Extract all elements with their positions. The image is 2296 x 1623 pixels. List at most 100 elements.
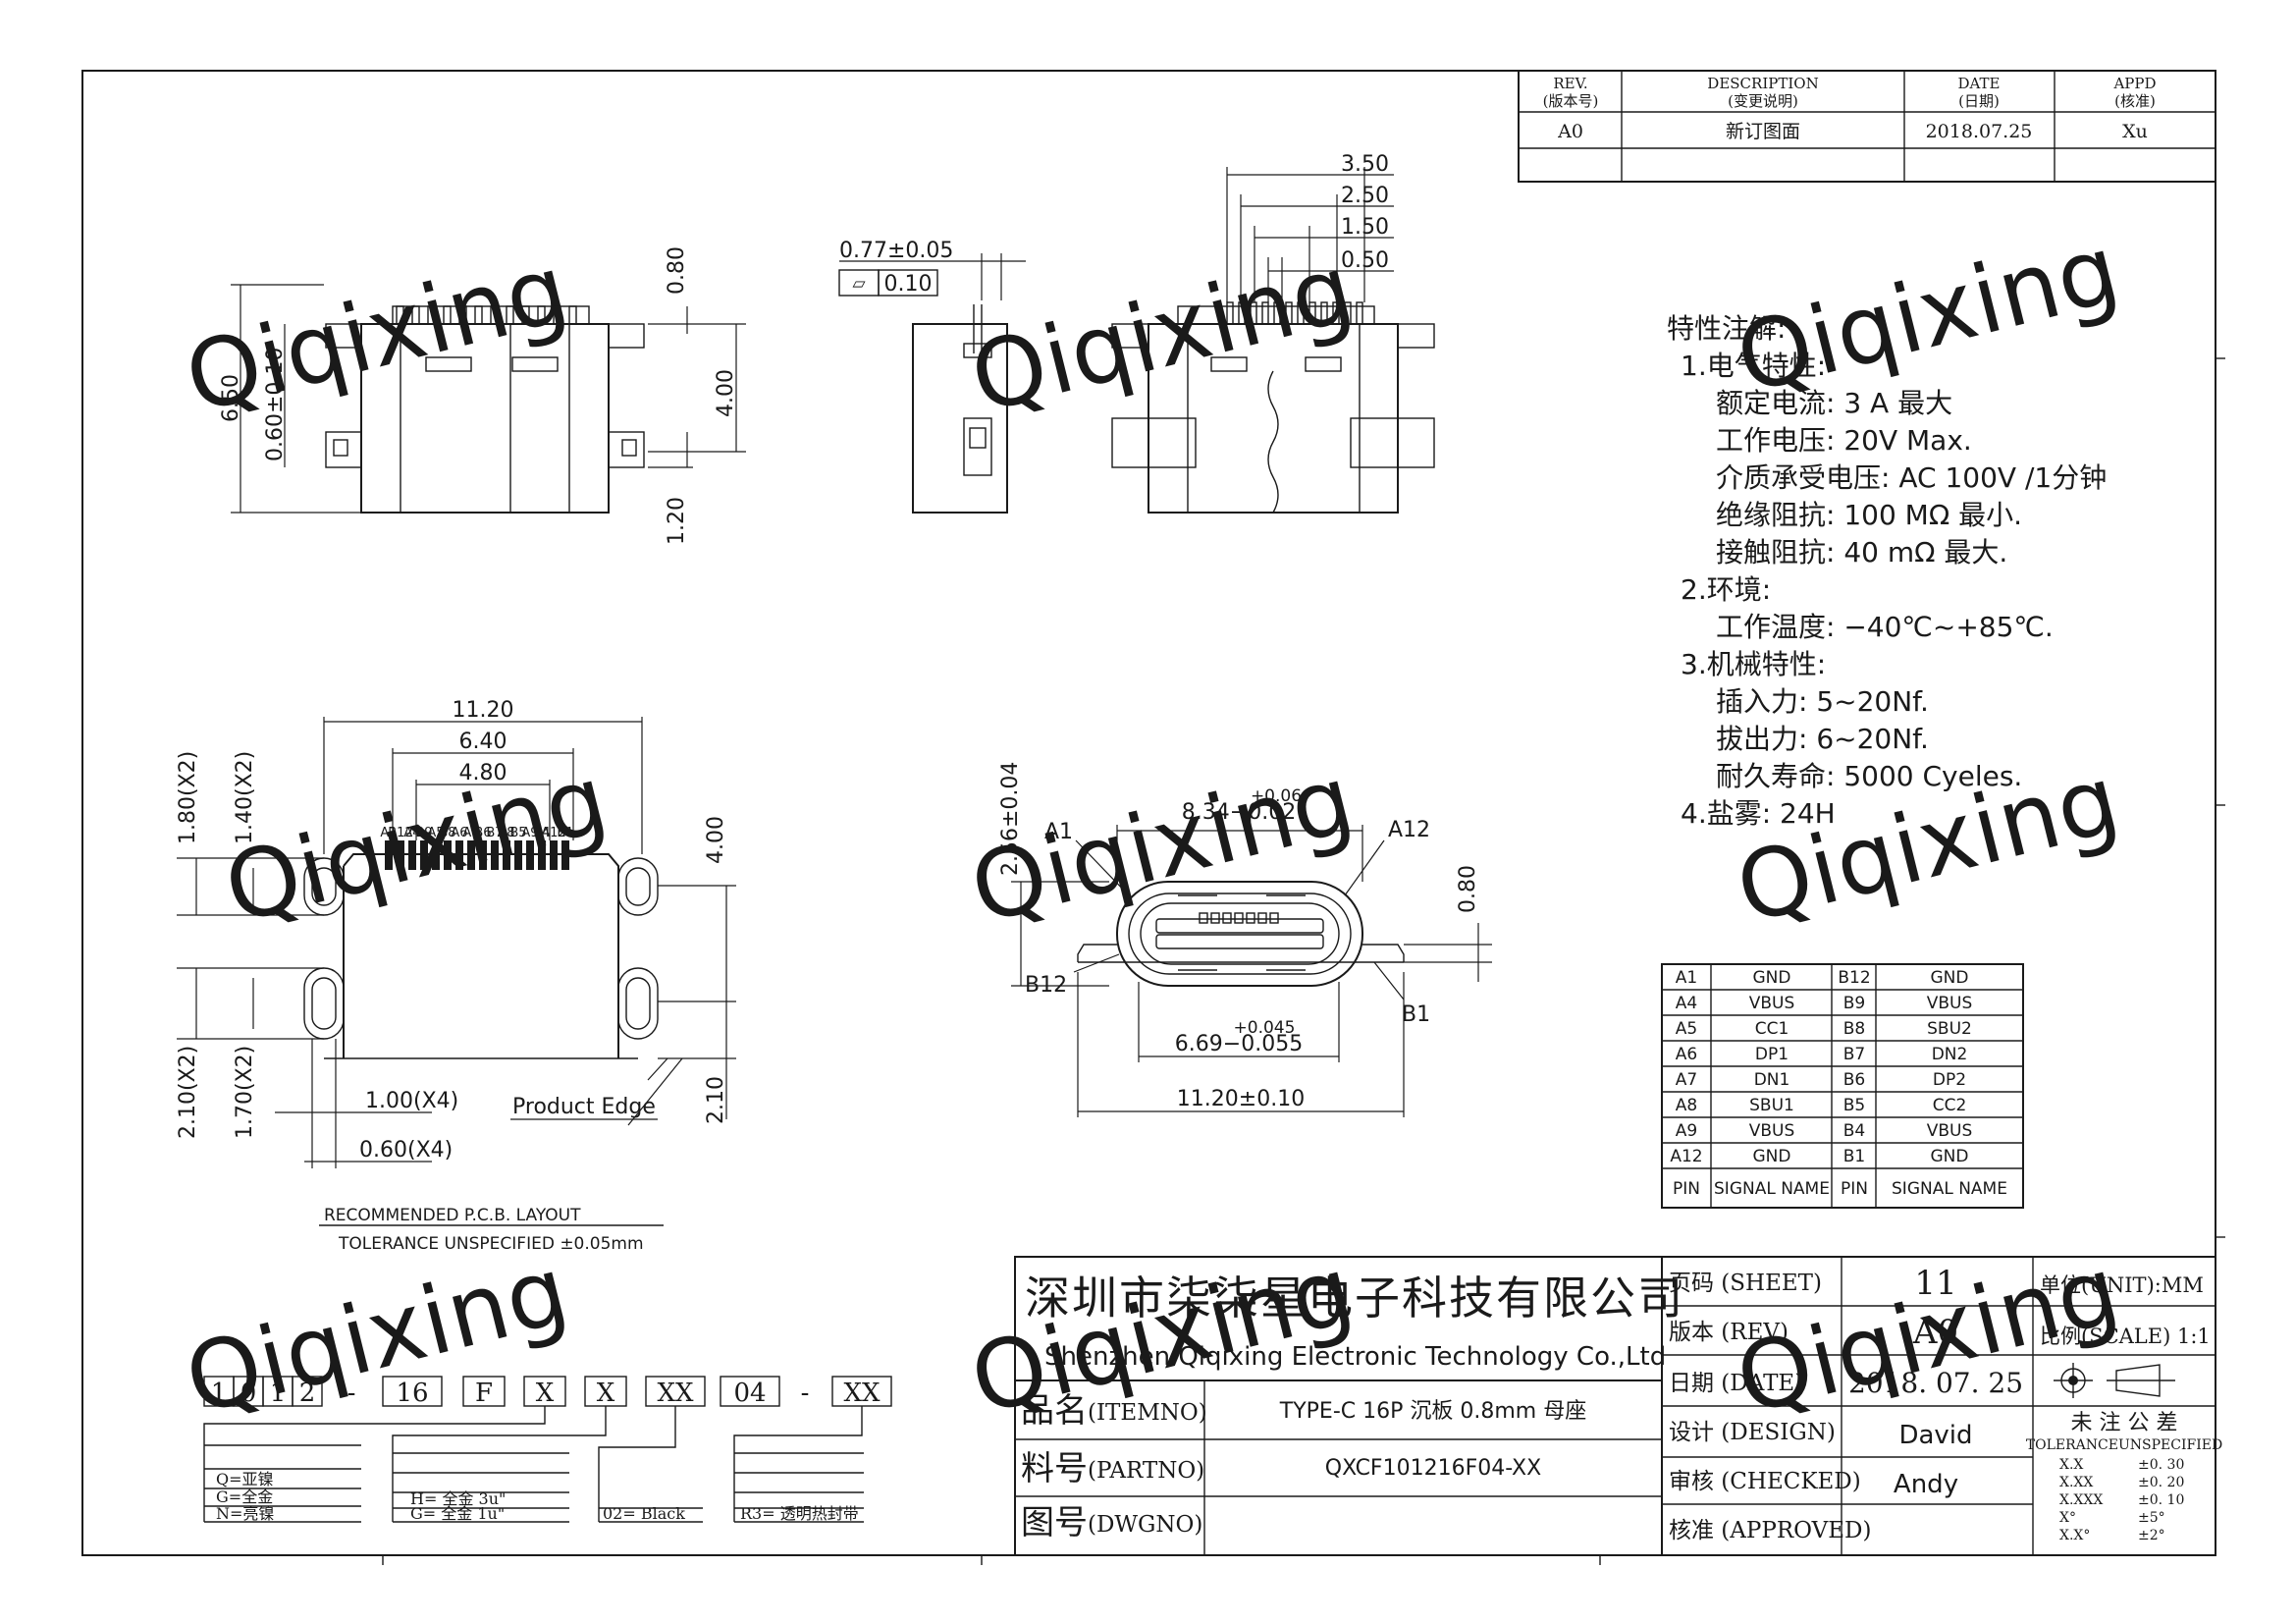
item-label: 品名	[1021, 1391, 1088, 1431]
dim-0-50: 0.50	[1341, 248, 1389, 273]
pin-cell: GND	[1753, 1147, 1791, 1166]
spec-line: 额定电流: 3 A 最大	[1716, 387, 1952, 419]
pad-label: B1	[557, 826, 573, 840]
pin-cell: SIGNAL NAME	[1714, 1179, 1830, 1199]
pin-cell: SIGNAL NAME	[1892, 1179, 2007, 1199]
pcb-layout: A1 B12 A4 B9 A5 B8 A6 A7 B6 B7 A8 B5 A9 …	[176, 698, 736, 1254]
pin-cell: VBUS	[1927, 1121, 1973, 1141]
top-view: 6.50 0.60±0.10 0.80 4.00 1.20	[219, 246, 746, 545]
legend-gold: G= 全金 1u"	[410, 1504, 505, 1523]
rev-header-en: REV.	[1553, 75, 1587, 92]
dim-4-80: 4.80	[459, 761, 507, 785]
dim-0-77: 0.77±0.05	[839, 239, 953, 263]
rev-value: A0	[1557, 121, 1583, 142]
pcb-signal-pads	[385, 840, 569, 870]
pcb-tolerance: TOLERANCE UNSPECIFIED ±0.05mm	[338, 1234, 644, 1254]
code-box: 0	[240, 1379, 257, 1408]
code-box: X	[536, 1379, 555, 1408]
pad-label: A9	[521, 826, 538, 840]
pin-cell: DP2	[1933, 1070, 1966, 1090]
pin-cell: A8	[1676, 1096, 1697, 1115]
spec-line: 接触阻抗: 40 mΩ 最大.	[1716, 536, 2007, 568]
pin-cell: A1	[1676, 968, 1697, 988]
pin-cell: GND	[1931, 1147, 1969, 1166]
code-box: 2	[299, 1379, 316, 1408]
date-label: 日期 (DATE)	[1669, 1371, 1803, 1396]
dim-8-34: 8.34−0.02	[1182, 800, 1296, 825]
watermark-text: Qiqixing	[960, 234, 1362, 434]
code-dash: -	[347, 1379, 356, 1408]
pin-table-row: A7 DN1 B6 DP2	[1676, 1070, 1966, 1090]
spec-line: 拔出力: 6~20Nf.	[1716, 723, 1929, 755]
dim-6-40: 6.40	[459, 730, 507, 754]
label-b1: B1	[1402, 1002, 1430, 1027]
tol-value: ±0. 20	[2138, 1475, 2184, 1490]
spec-line: 1.电气特性:	[1681, 350, 1826, 382]
item-value: TYPE-C 16P 沉板 0.8mm 母座	[1279, 1399, 1586, 1424]
date-value: 2018. 07. 25	[1848, 1367, 2023, 1399]
pin-cell: B12	[1838, 968, 1870, 988]
pad-label: B7	[486, 826, 503, 840]
desc-header-zh: (变更说明)	[1728, 92, 1798, 110]
dim-3-50: 3.50	[1341, 152, 1389, 177]
spec-line: 3.机械特性:	[1681, 648, 1826, 680]
pad-label: A8	[498, 826, 514, 840]
dim-2-10-x2: 2.10(X2)	[176, 1046, 200, 1139]
legend-plating: N=亮镍	[216, 1504, 274, 1523]
dim-11-20-rec: 11.20±0.10	[1177, 1087, 1305, 1111]
sheet-label: 页码 (SHEET)	[1669, 1271, 1822, 1296]
legend-plating: Q=亚镍	[216, 1470, 274, 1488]
unit-label: 单位(UNIT):MM	[2040, 1273, 2204, 1297]
item-label-en: (ITEMNO)	[1088, 1400, 1207, 1426]
part-label: 料号	[1021, 1449, 1088, 1488]
pin-cell: A6	[1676, 1045, 1697, 1064]
pin-cell: B4	[1843, 1121, 1865, 1141]
code-box: XX	[657, 1379, 694, 1408]
label-a1: A1	[1044, 820, 1073, 844]
dim-2-10: 2.10	[704, 1076, 728, 1124]
pad-label: B12	[388, 826, 412, 840]
sheet-value: 11	[1914, 1264, 1956, 1303]
pin-cell: DP1	[1755, 1045, 1789, 1064]
pad-label: A7	[462, 826, 479, 840]
legend-color: 02= Black	[603, 1504, 685, 1523]
rev-header-zh: (版本号)	[1543, 92, 1599, 110]
pin-cell: CC2	[1933, 1096, 1967, 1115]
pin-cell: A9	[1676, 1121, 1697, 1141]
checked-label: 审核 (CHECKED)	[1669, 1469, 1861, 1494]
rev-value: A0	[1912, 1313, 1958, 1352]
appd-header-en: APPD	[2112, 75, 2156, 92]
pad-label: B6	[474, 826, 491, 840]
tol-key: X°	[2059, 1510, 2076, 1526]
tol-key: X.X°	[2059, 1528, 2090, 1543]
pin-cell: B7	[1843, 1045, 1865, 1064]
tol-value: ±2°	[2138, 1528, 2165, 1543]
pad-label: A6	[451, 826, 467, 840]
tol-key: X.XX	[2059, 1475, 2093, 1490]
pin-cell: A4	[1676, 994, 1697, 1013]
tol-value: ±0. 10	[2138, 1492, 2184, 1508]
checked-value: Andy	[1894, 1470, 1958, 1499]
dim-0-10: 0.10	[884, 272, 933, 297]
pin-cell: GND	[1931, 968, 1969, 988]
code-box: XX	[843, 1379, 881, 1408]
design-label: 设计 (DESIGN)	[1669, 1420, 1836, 1445]
appd-value: Xu	[2122, 121, 2148, 142]
spec-line: 4.盐雾: 24H	[1681, 797, 1836, 830]
front-view: 3.50 2.50 1.50 0.50	[1111, 152, 1435, 514]
pin-table-row: A6 DP1 B7 DN2	[1676, 1045, 1968, 1064]
dim-1-70: 1.70(X2)	[233, 1046, 257, 1139]
code-dash: -	[801, 1379, 810, 1408]
pin-table-row: A12 GND B1 GND	[1670, 1147, 1968, 1166]
pad-label: A5	[427, 826, 444, 840]
border-ticks	[382, 357, 2225, 1565]
dim-0-80-rec: 0.80	[1456, 865, 1480, 913]
receptacle-contacts	[1199, 912, 1279, 924]
code-box: 16	[396, 1379, 428, 1408]
pin-table-row: A9 VBUS B4 VBUS	[1676, 1121, 1972, 1141]
part-value: QXCF101216F04-XX	[1325, 1456, 1541, 1481]
pin-cell: DN2	[1932, 1045, 1968, 1064]
pin-cell: A5	[1676, 1019, 1697, 1039]
design-value: David	[1898, 1421, 1972, 1450]
pad-label: B8	[439, 826, 455, 840]
